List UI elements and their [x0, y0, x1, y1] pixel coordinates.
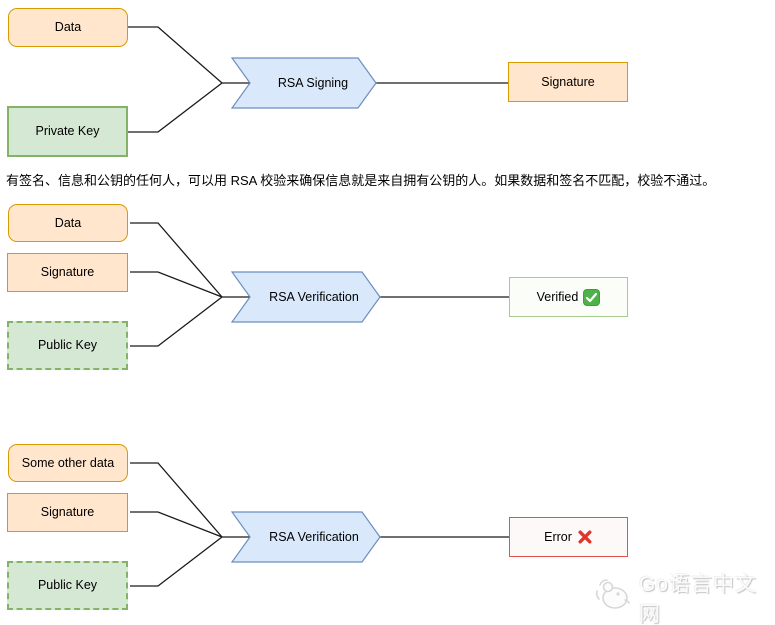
rsa-signing-process-label: RSA Signing: [277, 76, 349, 90]
data-input-label: Data: [54, 20, 82, 34]
verified-result-box: Verified: [509, 277, 628, 317]
verify-data-input-box: Data: [8, 204, 128, 242]
signature-output-box: Signature: [508, 62, 628, 102]
other-data-input-label: Some other data: [21, 455, 115, 470]
rsa-verification-chevron-shape: [230, 271, 381, 323]
fail-signature-input-label: Signature: [40, 505, 95, 519]
connector-signature2-to-verification: [130, 511, 223, 538]
fail-signature-input-box: Signature: [7, 493, 128, 532]
connector-signature-to-verification: [130, 271, 223, 298]
verify-data-input-label: Data: [54, 215, 82, 230]
connector-publickey2-to-verification: [130, 536, 223, 587]
rsa-verification2-process-label: RSA Verification: [269, 530, 359, 544]
rsa-verification-process-label: RSA Verification: [269, 290, 359, 304]
other-data-input-box: Some other data: [8, 444, 128, 482]
private-key-box: Private Key: [7, 106, 128, 157]
verify-signature-input-box: Signature: [7, 253, 128, 292]
public-key-box: Public Key: [7, 321, 128, 370]
connector-data-to-signing: [128, 26, 250, 84]
cross-icon: [577, 529, 593, 545]
connector-publickey-to-verification: [130, 296, 223, 347]
private-key-label: Private Key: [35, 124, 100, 138]
watermark-text: Go语言中文网: [639, 573, 758, 625]
data-input-box: Data: [8, 8, 128, 47]
fail-public-key-label: Public Key: [37, 578, 98, 592]
site-watermark: Go语言中文网: [594, 573, 772, 625]
connector-data-to-verification: [130, 222, 250, 298]
verify-signature-input-label: Signature: [40, 265, 95, 279]
connector-privatekey-to-signing: [128, 82, 223, 133]
fail-public-key-box: Public Key: [7, 561, 128, 610]
rsa-verification2-chevron-shape: [230, 511, 381, 563]
connector-otherdata-to-verification: [130, 462, 250, 538]
signature-output-label: Signature: [541, 74, 595, 89]
public-key-label: Public Key: [37, 338, 98, 352]
error-result-label: Error: [544, 529, 572, 544]
rsa-signing-chevron-shape: [230, 57, 377, 109]
gopher-icon: [594, 576, 634, 620]
verification-note-text: 有签名、信息和公钥的任何人，可以用 RSA 校验来确保信息就是来自拥有公钥的人。…: [6, 173, 716, 188]
error-result-box: Error: [509, 517, 628, 557]
verified-result-label: Verified: [536, 289, 579, 304]
check-icon: [583, 288, 601, 306]
